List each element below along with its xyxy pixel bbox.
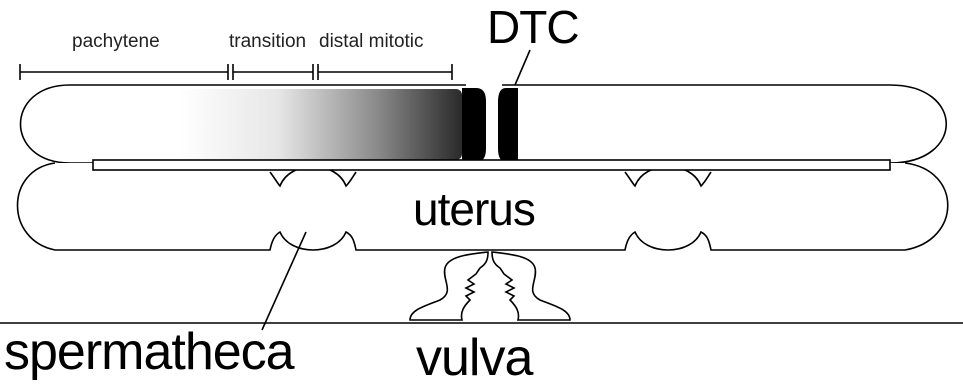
- vulva-label: vulva: [416, 332, 532, 384]
- region-scale-bars: [20, 64, 452, 80]
- spermatheca-label: spermatheca: [4, 326, 294, 378]
- dtc-cell-left: [462, 88, 486, 162]
- rachis: [93, 160, 890, 170]
- dtc-cell-right: [498, 88, 518, 162]
- vulva-shape: [410, 252, 570, 320]
- germline-gradient: [180, 89, 462, 160]
- transition-label: transition: [229, 32, 306, 51]
- uterus-label: uterus: [413, 186, 535, 232]
- pachytene-label: pachytene: [72, 32, 160, 51]
- distal-mitotic-label: distal mitotic: [319, 32, 424, 51]
- posterior-gonad-arm: [502, 85, 946, 163]
- dtc-label: DTC: [487, 4, 579, 50]
